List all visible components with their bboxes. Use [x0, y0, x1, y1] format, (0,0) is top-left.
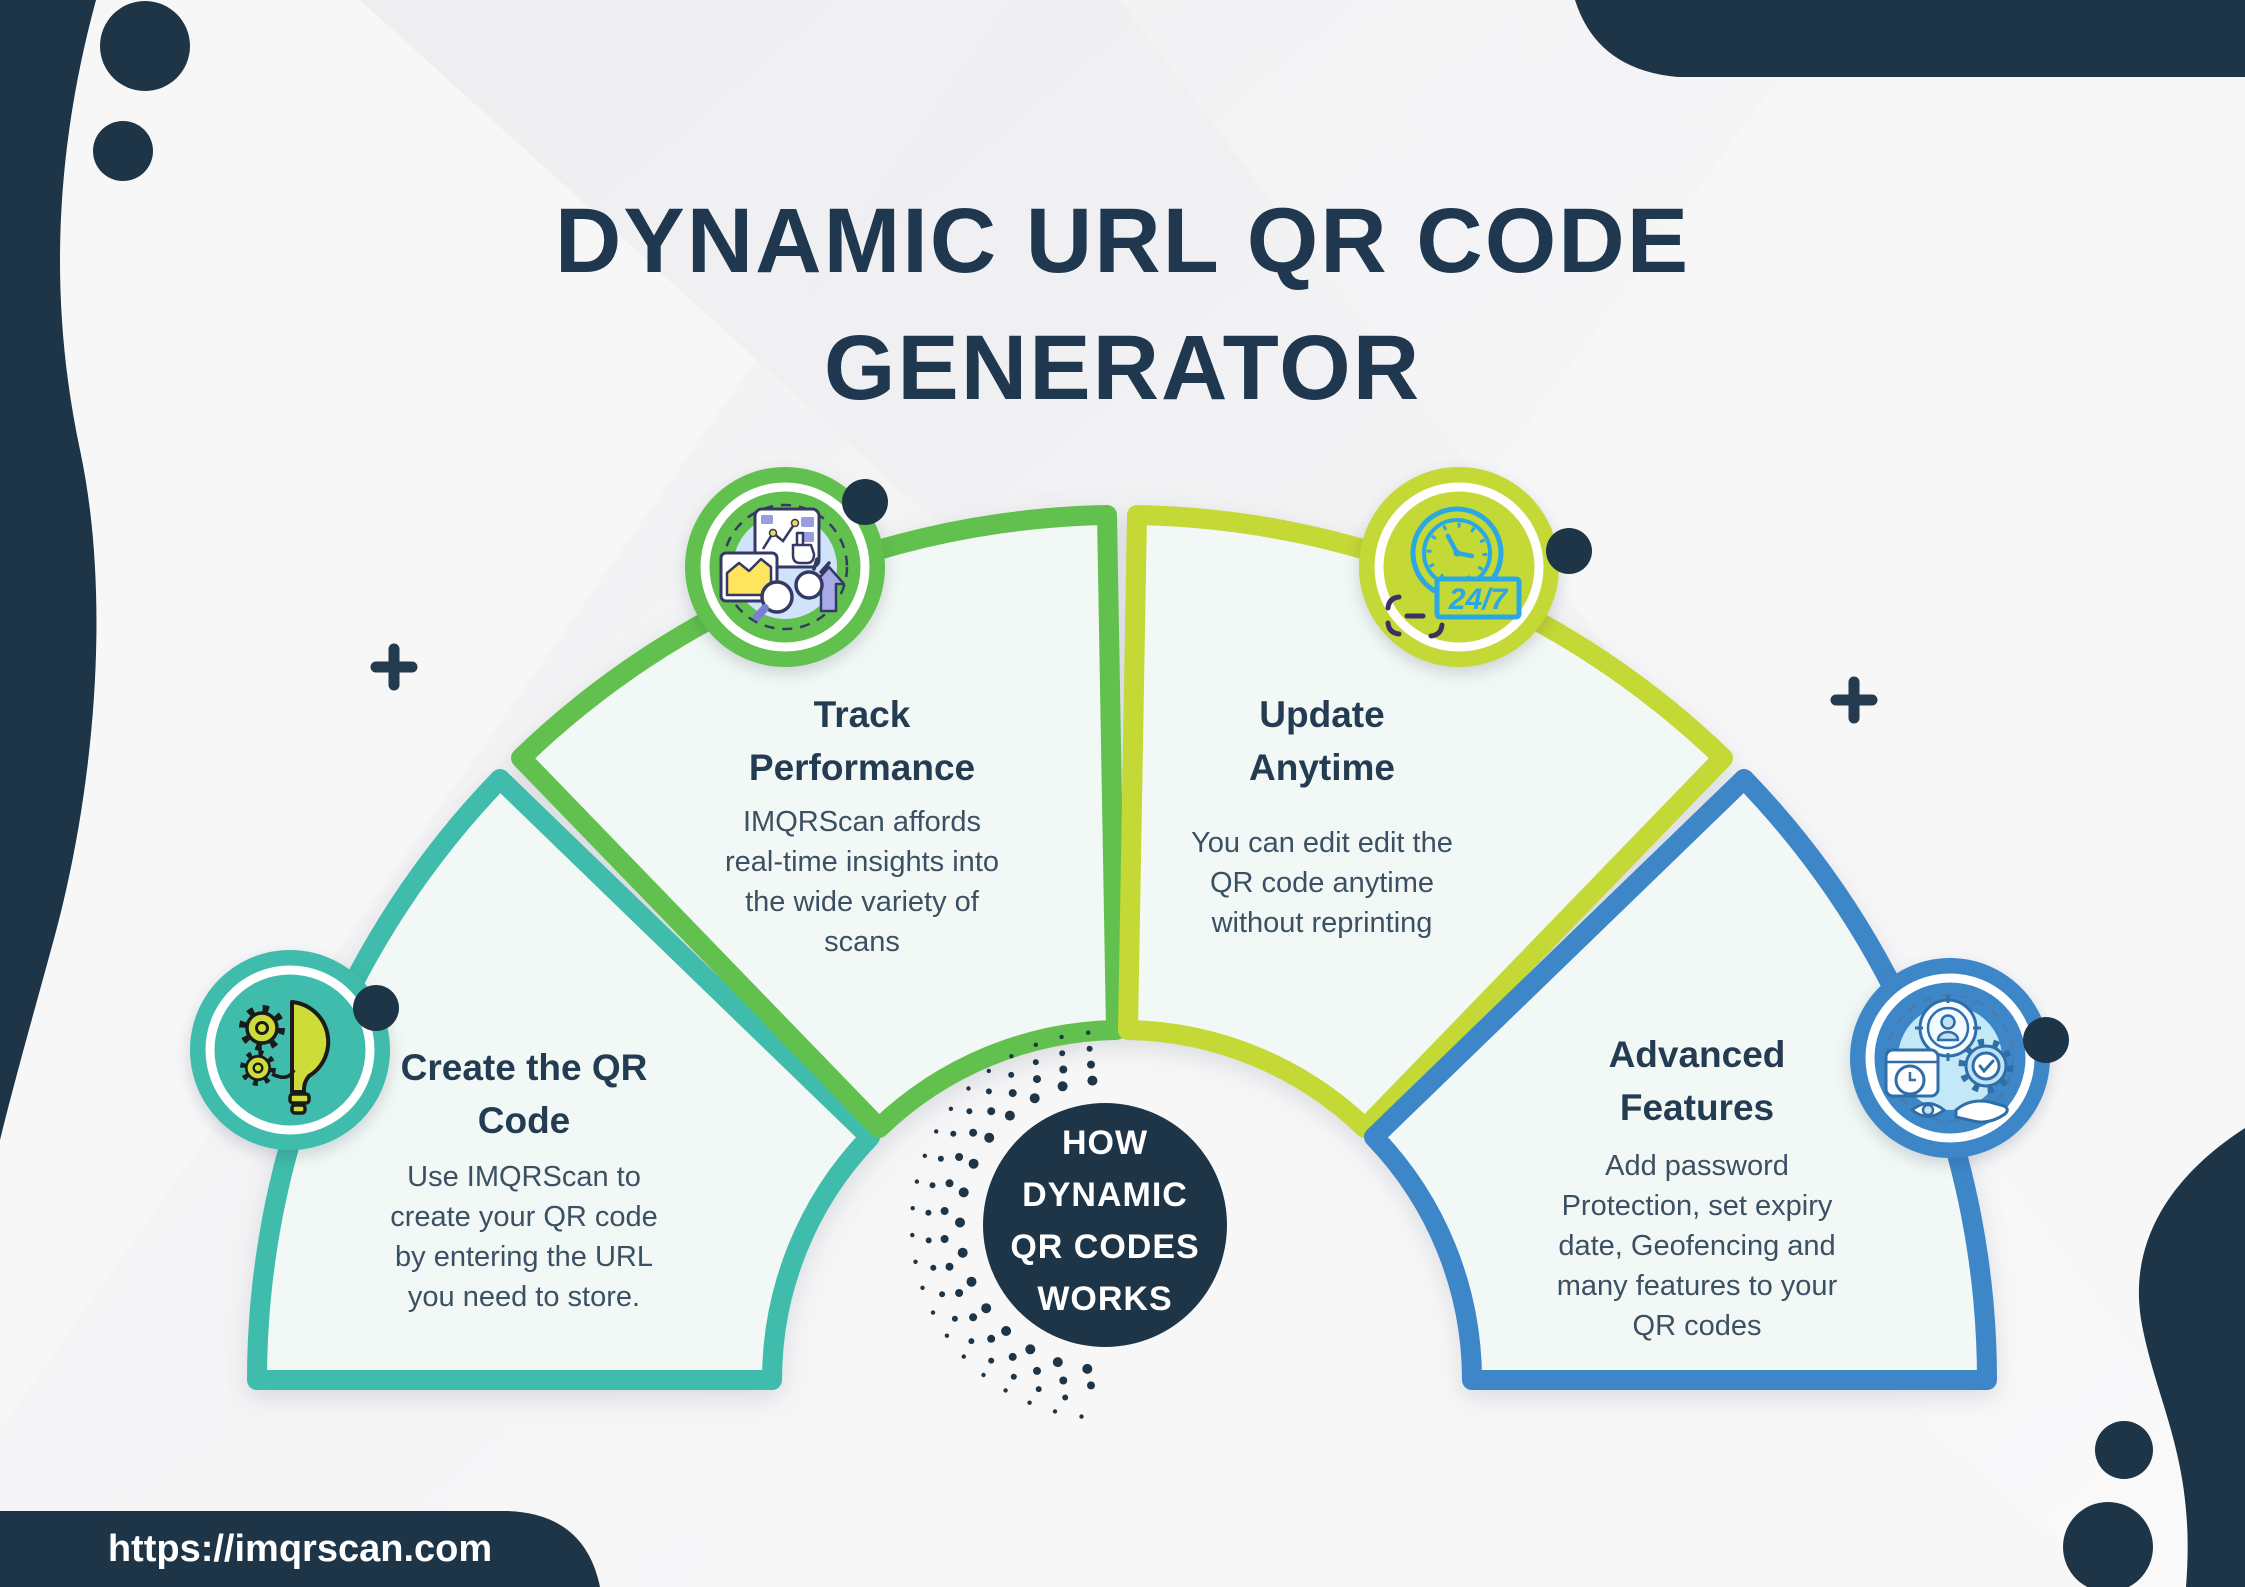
- segment-create-wedge: [247, 769, 880, 1390]
- footer-url-bar[interactable]: [0, 1511, 600, 1587]
- decor-dot: [93, 121, 153, 181]
- 24-7-badge-label: 24/7: [1448, 583, 1509, 616]
- decor-dot: [2063, 1502, 2153, 1587]
- center-badge-circle: [983, 1103, 1227, 1347]
- page-title-line2: GENERATOR: [823, 317, 1422, 419]
- analytics-hand-chart-icon: [685, 467, 885, 667]
- decor-dot: [1546, 528, 1592, 574]
- section-heading-update-anytime: Update Anytime: [1249, 694, 1395, 788]
- segment-track-wedge: [511, 505, 1126, 1138]
- page-title-line1: DYNAMIC URL QR CODE: [554, 190, 1691, 292]
- segment-advanced-wedge: [1364, 769, 1997, 1390]
- decor-dot: [353, 985, 399, 1031]
- section-body-track-performance: IMQRScan affords real-time insights into…: [725, 806, 999, 958]
- halftone-dots: [910, 1030, 1098, 1419]
- top-left-blob: [0, 0, 97, 1140]
- footer-url-link[interactable]: https://imqrscan.com: [107, 1528, 493, 1570]
- plus-icon: [1830, 676, 1878, 724]
- segment-update-wedge: [1118, 505, 1733, 1138]
- section-heading-track-performance: Track Performance: [748, 694, 976, 788]
- center-badge-label: HOW DYNAMIC QR CODES WORKS: [1010, 1124, 1200, 1318]
- decor-dot: [842, 479, 888, 525]
- decor-dot: [100, 1, 190, 91]
- section-body-advanced-features: Add password Protection, set expiry date…: [1556, 1150, 1838, 1342]
- lightbulb-gears-icon: [190, 950, 390, 1150]
- section-heading-advanced-features: Advanced Features: [1608, 1034, 1786, 1128]
- security-settings-icon: [1850, 958, 2050, 1158]
- clock-24-7-icon: 24/7: [1359, 467, 1559, 667]
- section-body-update-anytime: You can edit edit the QR code anytime wi…: [1191, 827, 1453, 939]
- top-right-blob: [1575, 0, 2245, 77]
- bottom-right-blob: [2138, 1128, 2245, 1587]
- section-body-create-qr-code: Use IMQRScan to create your QR code by e…: [390, 1161, 658, 1313]
- plus-icon: [370, 643, 418, 691]
- decor-dot: [2023, 1017, 2069, 1063]
- section-heading-create-qr-code: Create the QR Code: [400, 1047, 648, 1141]
- decor-dot: [2095, 1421, 2153, 1479]
